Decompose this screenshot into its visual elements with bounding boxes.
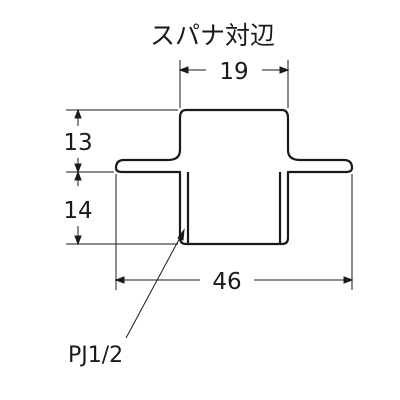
dim-top-width-label: 19 — [219, 59, 248, 85]
spanner-width-title: スパナ対辺 — [150, 21, 275, 50]
outer-profile — [114, 108, 354, 246]
dimension-lines — [66, 60, 354, 339]
dim-top-height-label: 13 — [63, 130, 92, 156]
dim-total-width-label: 46 — [212, 269, 241, 295]
part-outline — [114, 108, 354, 246]
thread-spec-label: PJ1/2 — [68, 343, 123, 368]
dim-bottom-height-label: 14 — [63, 198, 92, 224]
